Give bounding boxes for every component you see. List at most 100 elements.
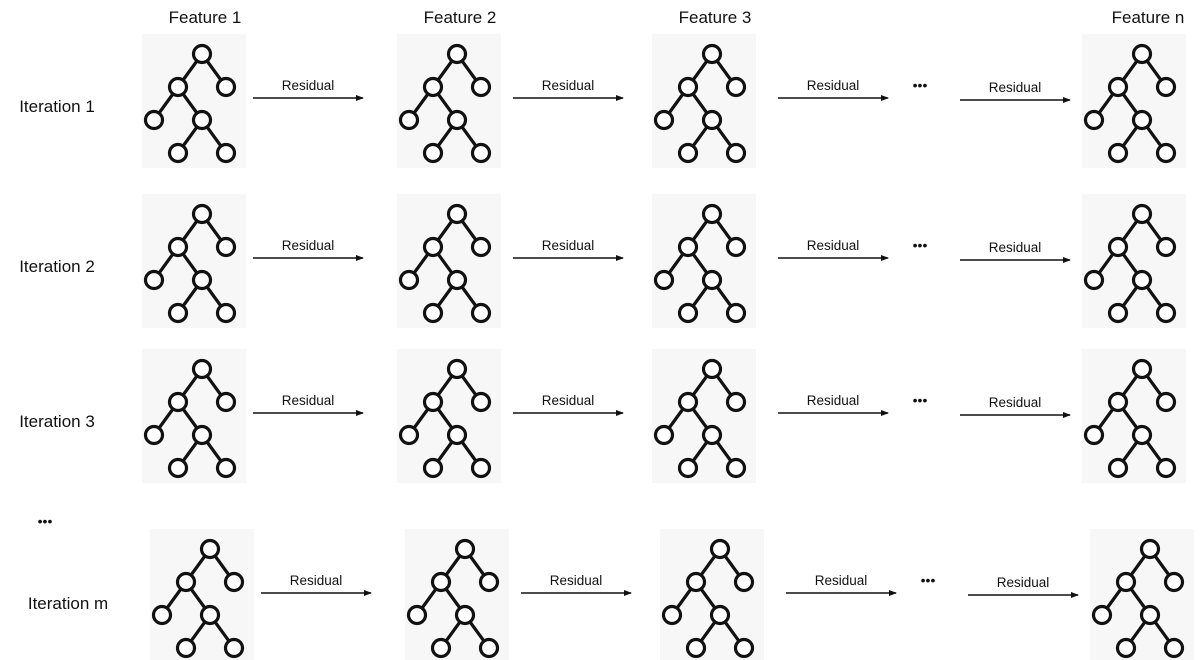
residual-label: Residual <box>542 238 595 253</box>
tree-node <box>677 76 699 98</box>
tree-node <box>151 604 173 626</box>
tree-node <box>143 269 165 291</box>
binary-tree-icon <box>142 194 246 328</box>
tree-node <box>446 358 468 380</box>
binary-tree-icon <box>1082 349 1186 483</box>
tree-node <box>430 637 452 659</box>
tree-node <box>478 637 500 659</box>
tree-node <box>653 109 675 131</box>
tree-node <box>733 637 755 659</box>
tree-node <box>709 604 731 626</box>
row-label-3: Iteration 3 <box>19 412 95 431</box>
tree-node <box>446 43 468 65</box>
tree-node <box>398 109 420 131</box>
binary-tree-icon <box>1082 34 1186 168</box>
tree-node <box>215 302 237 324</box>
tree-node <box>422 302 444 324</box>
tree-node <box>430 571 452 593</box>
tree-node <box>1139 538 1161 560</box>
binary-tree-icon <box>142 34 246 168</box>
tree-node <box>446 424 468 446</box>
tree-node <box>1163 637 1185 659</box>
tree-node <box>191 424 213 446</box>
column-gap-ellipsis: ••• <box>913 392 928 408</box>
binary-tree-icon <box>652 34 756 168</box>
residual-label: Residual <box>290 573 343 588</box>
tree-node <box>446 109 468 131</box>
residual-label: Residual <box>282 238 335 253</box>
binary-tree-icon <box>397 34 501 168</box>
residual-label: Residual <box>282 393 335 408</box>
residual-label: Residual <box>542 393 595 408</box>
tree-node <box>1107 302 1129 324</box>
binary-tree-icon <box>1090 529 1194 660</box>
tree-node <box>701 43 723 65</box>
tree-node <box>1115 637 1137 659</box>
binary-tree-icon <box>1082 194 1186 328</box>
column-header-3: Feature 3 <box>679 8 752 27</box>
tree-node <box>478 571 500 593</box>
tree-node <box>1107 457 1129 479</box>
tree-node <box>1107 391 1129 413</box>
tree-node <box>191 203 213 225</box>
tree-node <box>653 424 675 446</box>
tree-node <box>406 604 428 626</box>
tree-node <box>398 269 420 291</box>
binary-tree-icon <box>652 349 756 483</box>
tree-node <box>167 236 189 258</box>
tree-node <box>725 76 747 98</box>
tree-node <box>143 424 165 446</box>
binary-tree-icon <box>660 529 764 660</box>
tree-node <box>470 302 492 324</box>
column-gap-ellipsis: ••• <box>913 77 928 93</box>
tree-node <box>1131 358 1153 380</box>
tree-node <box>1083 109 1105 131</box>
residual-label: Residual <box>807 393 860 408</box>
tree-node <box>677 457 699 479</box>
tree-node <box>1131 43 1153 65</box>
tree-node <box>677 391 699 413</box>
tree-node <box>701 203 723 225</box>
tree-node <box>191 43 213 65</box>
tree-node <box>446 203 468 225</box>
tree-node <box>1091 604 1113 626</box>
tree-node <box>725 236 747 258</box>
tree-node <box>422 457 444 479</box>
residual-label: Residual <box>989 240 1042 255</box>
tree-node <box>685 571 707 593</box>
tree-node <box>1083 424 1105 446</box>
tree-node <box>1155 302 1177 324</box>
tree-node <box>1155 391 1177 413</box>
tree-node <box>725 302 747 324</box>
tree-node <box>1131 424 1153 446</box>
tree-node <box>167 76 189 98</box>
binary-tree-icon <box>150 529 254 660</box>
tree-node <box>398 424 420 446</box>
tree-node <box>454 604 476 626</box>
tree-node <box>470 142 492 164</box>
tree-node <box>1131 109 1153 131</box>
tree-node <box>175 571 197 593</box>
tree-node <box>1155 76 1177 98</box>
binary-tree-icon <box>397 194 501 328</box>
tree-node <box>653 269 675 291</box>
column-gap-ellipsis: ••• <box>921 572 936 588</box>
row-label-1: Iteration 1 <box>19 97 95 116</box>
residual-label: Residual <box>807 238 860 253</box>
tree-node <box>701 109 723 131</box>
tree-node <box>191 109 213 131</box>
residual-label: Residual <box>989 395 1042 410</box>
tree-node <box>422 142 444 164</box>
row-label-4: Iteration m <box>28 594 108 613</box>
tree-node <box>677 236 699 258</box>
residual-label: Residual <box>997 575 1050 590</box>
tree-node <box>446 269 468 291</box>
tree-node <box>215 76 237 98</box>
tree-node <box>215 457 237 479</box>
tree-node <box>1083 269 1105 291</box>
column-header-4: Feature n <box>1112 8 1185 27</box>
tree-node <box>422 76 444 98</box>
residual-label: Residual <box>807 78 860 93</box>
